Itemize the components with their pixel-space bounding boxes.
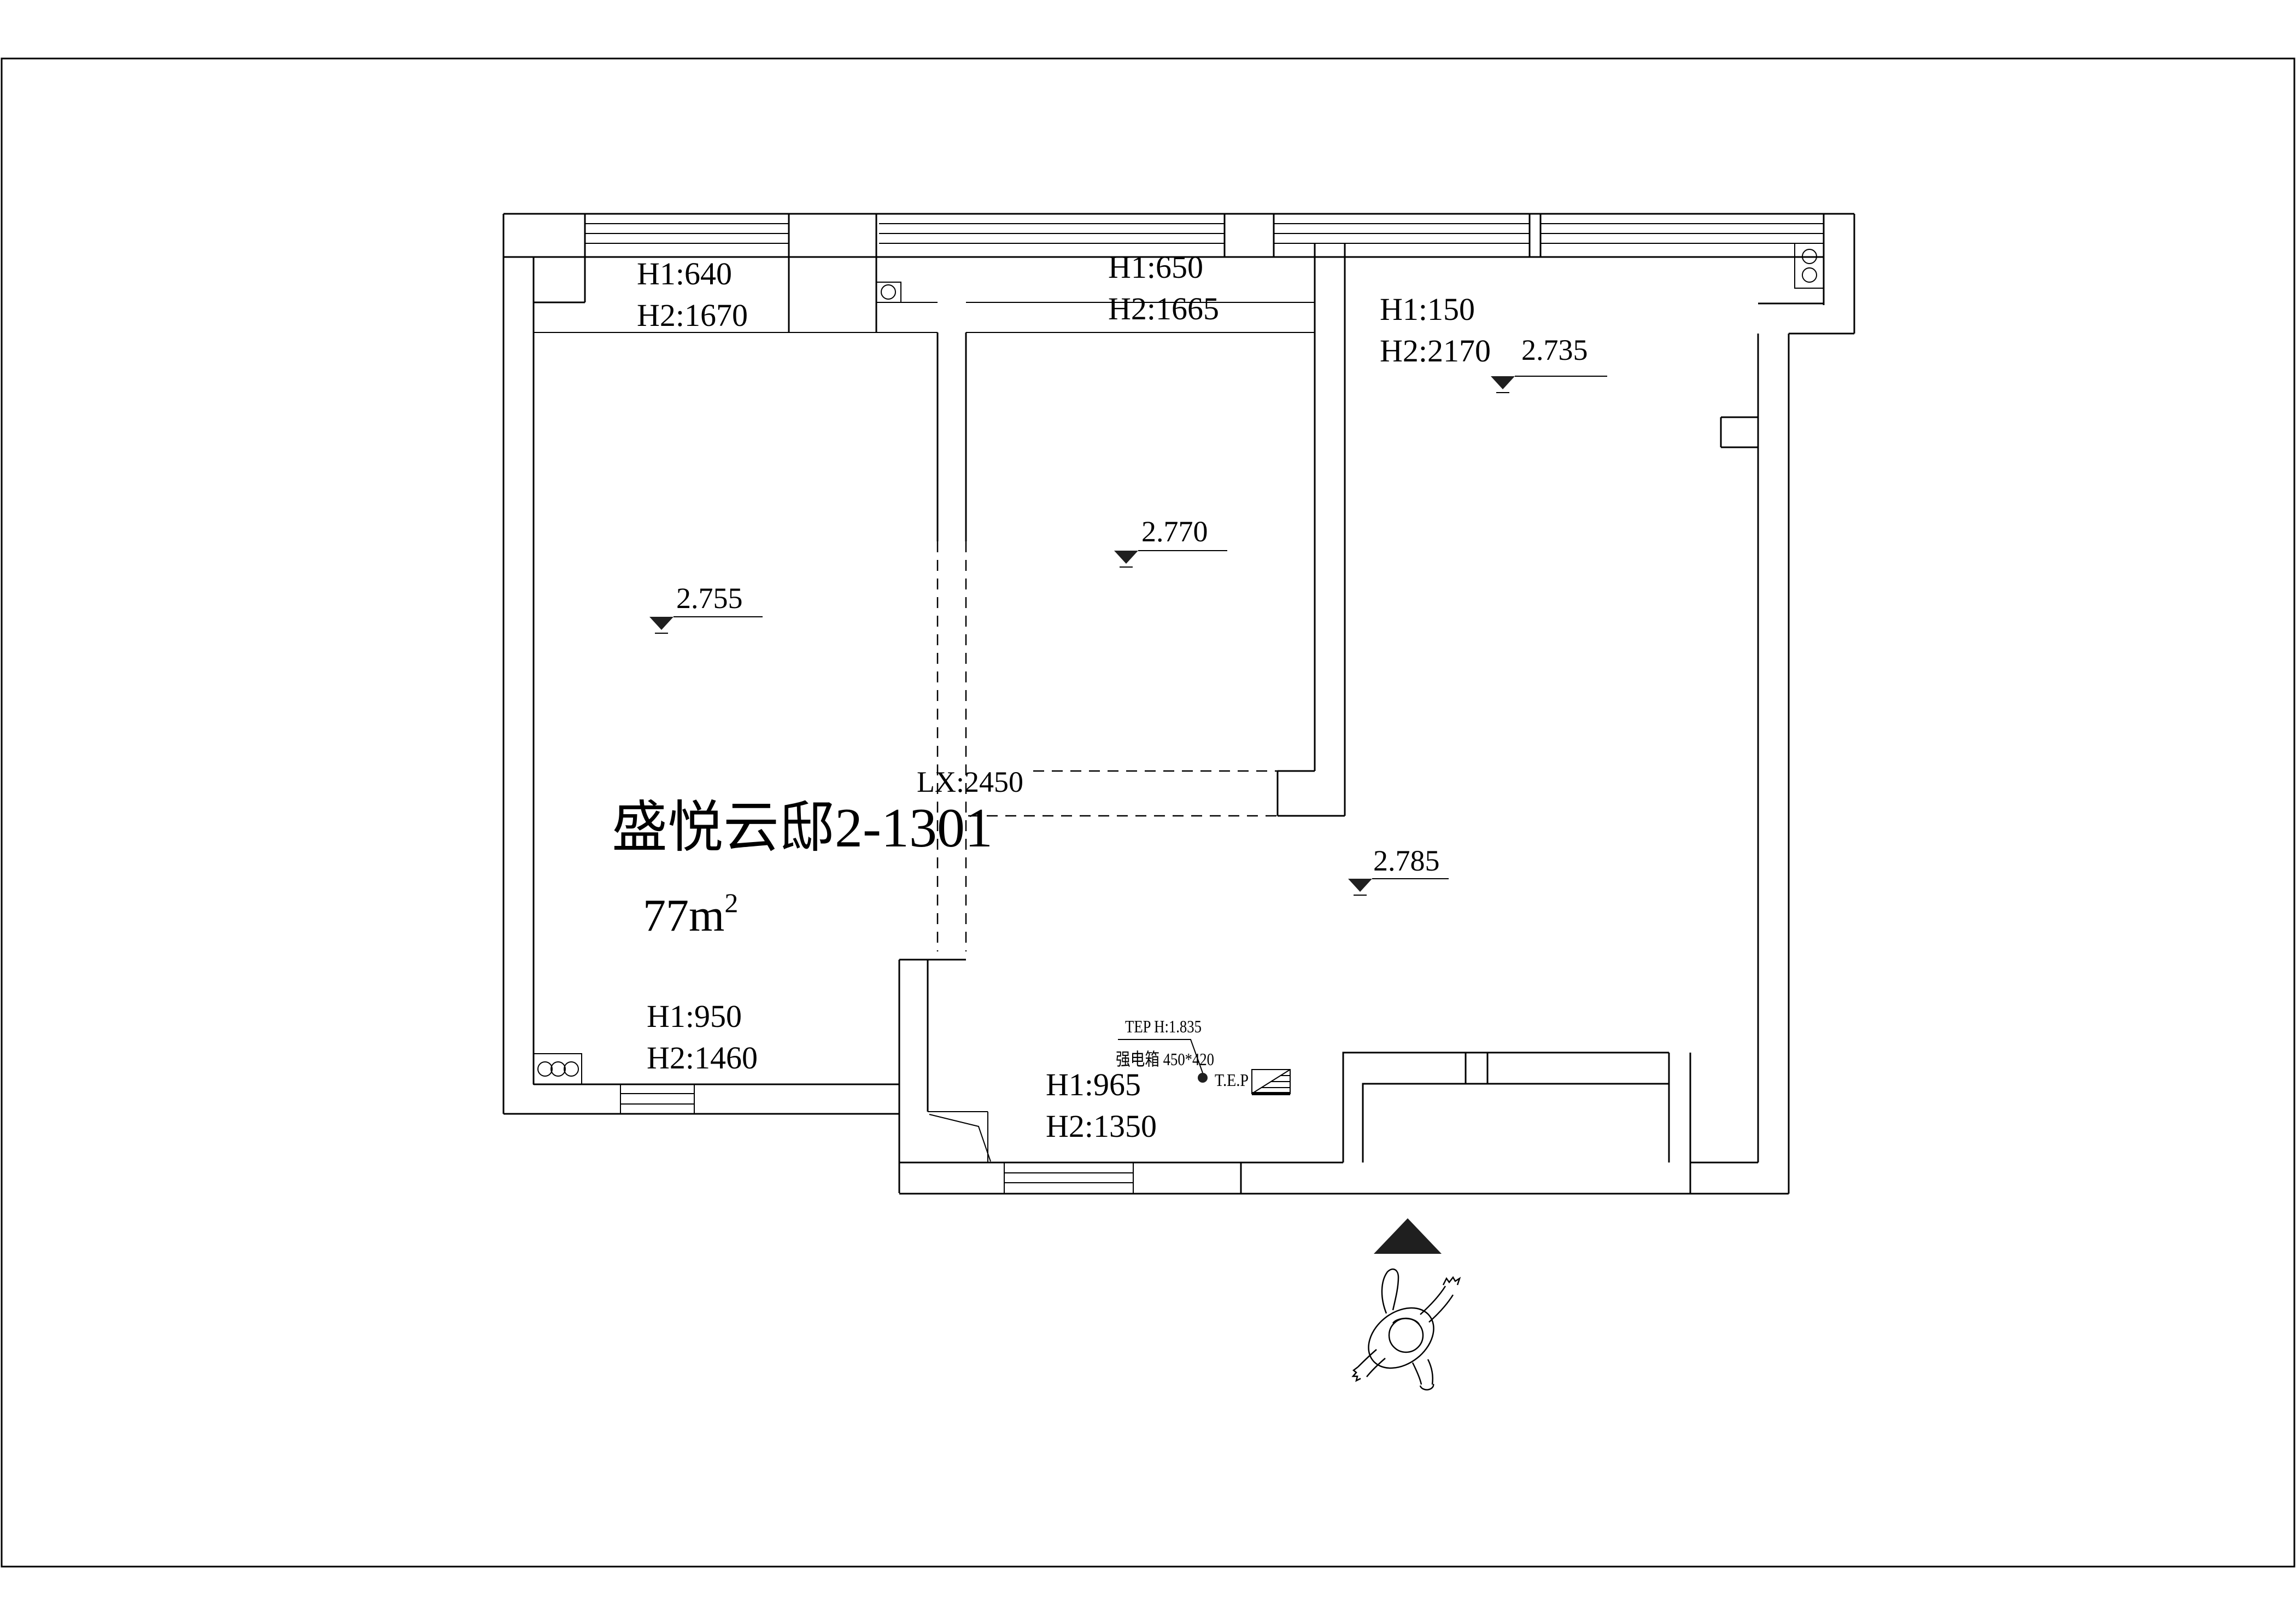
level-value: 2.770: [1141, 515, 1208, 548]
right-wall-pilaster: [1720, 416, 1758, 448]
label-left-bottom-h2: H2:1460: [647, 1040, 758, 1076]
panel-size-label: 强电箱 450*420: [1116, 1049, 1214, 1069]
radiator-icon: [533, 1053, 582, 1085]
window-height-labels: H1:640 H2:1670 H1:650 H2:1665 H1:150 H2:…: [637, 249, 1491, 1144]
label-left-bay-h1: H1:640: [637, 256, 732, 291]
hall-bottom-window: [1004, 1162, 1134, 1194]
label-hall-bottom-h1: H1:965: [1046, 1067, 1141, 1102]
label-left-bay-h2: H2:1670: [637, 297, 748, 333]
level-triangle-icon: [649, 617, 673, 630]
opening-width-label: LX:2450: [917, 766, 1023, 798]
interior-walls: [898, 243, 1346, 1193]
dashed-openings: [936, 541, 1278, 951]
level-value: 2.755: [676, 582, 743, 615]
level-triangle-icon: [1348, 879, 1372, 892]
unit-area: 77m2: [643, 887, 738, 941]
door-leaf: [929, 1114, 991, 1162]
page-border: [1, 57, 2295, 1568]
tep-hatch-symbol: [1251, 1069, 1291, 1095]
level-value: 2.735: [1521, 334, 1588, 366]
left-bottom-window: [620, 1084, 695, 1114]
level-marker-living: 2.785: [1348, 844, 1449, 896]
level-triangle-icon: [1491, 376, 1515, 389]
unit-title: 盛悦云邸2-1301: [612, 797, 993, 859]
interior-door: [928, 1111, 991, 1162]
label-kitchen-h2: H2:2170: [1380, 333, 1491, 369]
person-figure-icon: [1351, 1268, 1461, 1391]
tep-height-label: TEP H:1.835: [1125, 1017, 1202, 1036]
electric-panel-annotation: TEP H:1.835 强电箱 450*420 T.E.P: [1116, 1017, 1291, 1095]
label-left-bottom-h1: H1:950: [647, 998, 742, 1034]
level-marker-middle-room: 2.770: [1114, 515, 1227, 568]
north-entry-arrow-icon: [1374, 1218, 1442, 1254]
label-middle-bay-h1: H1:650: [1108, 249, 1203, 285]
facade-window-glazing: [585, 223, 1824, 244]
gas-meter-icon: [876, 282, 901, 303]
label-hall-bottom-h2: H2:1350: [1046, 1108, 1157, 1144]
label-kitchen-h1: H1:150: [1380, 291, 1475, 327]
level-marker-left-room: 2.755: [649, 582, 763, 634]
label-middle-bay-h2: H2:1665: [1108, 291, 1219, 326]
tep-label: T.E.P: [1215, 1070, 1249, 1090]
stove-icon: [1794, 243, 1824, 289]
level-value: 2.785: [1373, 844, 1440, 877]
entry-niche: [1342, 1051, 1691, 1194]
level-marker-kitchen: 2.735: [1491, 334, 1607, 393]
exterior-walls: [502, 213, 1855, 1195]
level-triangle-icon: [1114, 551, 1138, 564]
panel-location-dot: [1198, 1073, 1208, 1083]
